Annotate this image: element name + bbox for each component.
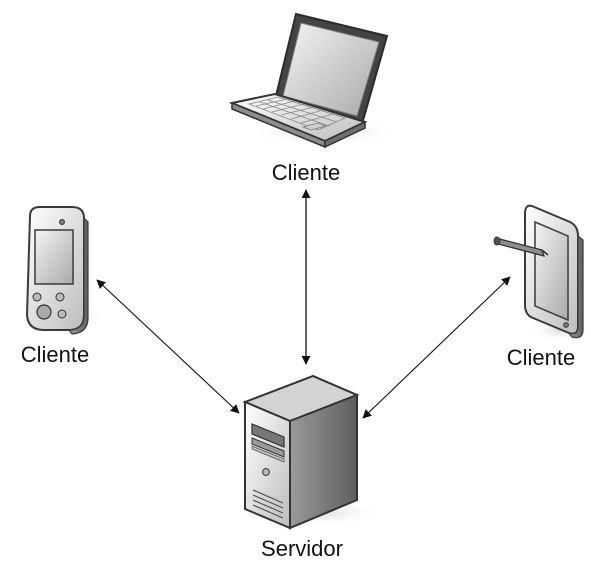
server-label: Servidor — [261, 536, 343, 561]
tablet-pen-icon — [493, 204, 590, 342]
pda-client-label: Cliente — [20, 342, 90, 367]
edge-tablet-server — [362, 276, 511, 419]
edge-pda-server — [96, 279, 240, 414]
pda-icon — [23, 206, 107, 335]
server-tower-icon — [242, 374, 385, 530]
connections — [96, 189, 511, 419]
laptop-client-label: Cliente — [271, 160, 341, 185]
tablet-client-label: Cliente — [506, 345, 576, 370]
laptop-icon — [228, 12, 400, 149]
